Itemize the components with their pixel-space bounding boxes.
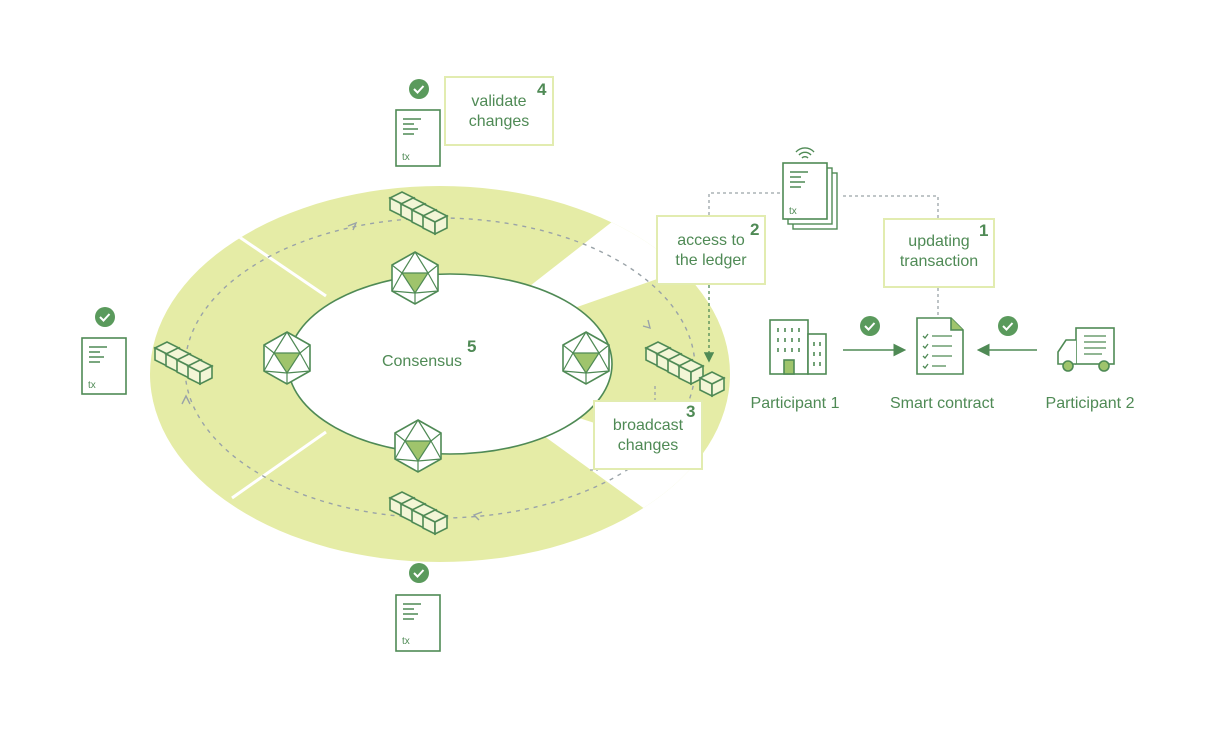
step-2-box: access to the ledger — [656, 215, 766, 285]
wifi-icon — [795, 147, 815, 159]
connectors — [590, 192, 939, 471]
contract-icon — [916, 317, 964, 375]
consensus-ring — [150, 186, 730, 562]
document-icon — [395, 109, 441, 167]
step-4-line1: validate — [471, 93, 527, 110]
check-icon — [998, 316, 1018, 336]
document-icon — [395, 594, 441, 652]
step-2-line1: access to — [677, 232, 745, 249]
step-4-line2: changes — [468, 113, 530, 130]
icosahedron-icon — [263, 331, 311, 385]
participant-1-label: Participant 1 — [750, 395, 840, 412]
participant-2-label: Participant 2 — [1045, 395, 1135, 412]
step-1-number: 1 — [979, 221, 989, 240]
step-3-line2: changes — [617, 437, 679, 454]
step-2-line2: the ledger — [675, 252, 747, 269]
step-1-box: updating transaction — [883, 218, 995, 288]
check-icon — [409, 79, 429, 99]
step-3-number: 3 — [686, 402, 696, 421]
smart-contract-label: Smart contract — [889, 395, 995, 412]
tx-label: tx — [402, 152, 410, 163]
step-4-box: validate changes — [444, 76, 554, 146]
icosahedron-icon — [562, 331, 610, 385]
tx-label: tx — [789, 206, 797, 217]
check-icon — [860, 316, 880, 336]
consensus-label: Consensus — [381, 353, 463, 370]
document-stack-icon — [782, 162, 838, 230]
document-icon — [81, 337, 127, 395]
icosahedron-icon — [394, 419, 442, 473]
step-3-line1: broadcast — [612, 417, 684, 434]
tx-label: tx — [402, 636, 410, 647]
icosahedron-icon — [391, 251, 439, 305]
step-1-line1: updating — [908, 233, 970, 250]
check-icon — [409, 563, 429, 583]
step-3-box: broadcast changes — [593, 400, 703, 470]
building-icon — [769, 319, 827, 375]
tx-label: tx — [88, 380, 96, 391]
step-5-number: 5 — [467, 337, 477, 356]
truck-icon — [1057, 327, 1115, 372]
step-4-number: 4 — [537, 80, 547, 99]
step-1-line2: transaction — [899, 253, 979, 270]
step-2-number: 2 — [750, 220, 760, 239]
check-icon — [95, 307, 115, 327]
